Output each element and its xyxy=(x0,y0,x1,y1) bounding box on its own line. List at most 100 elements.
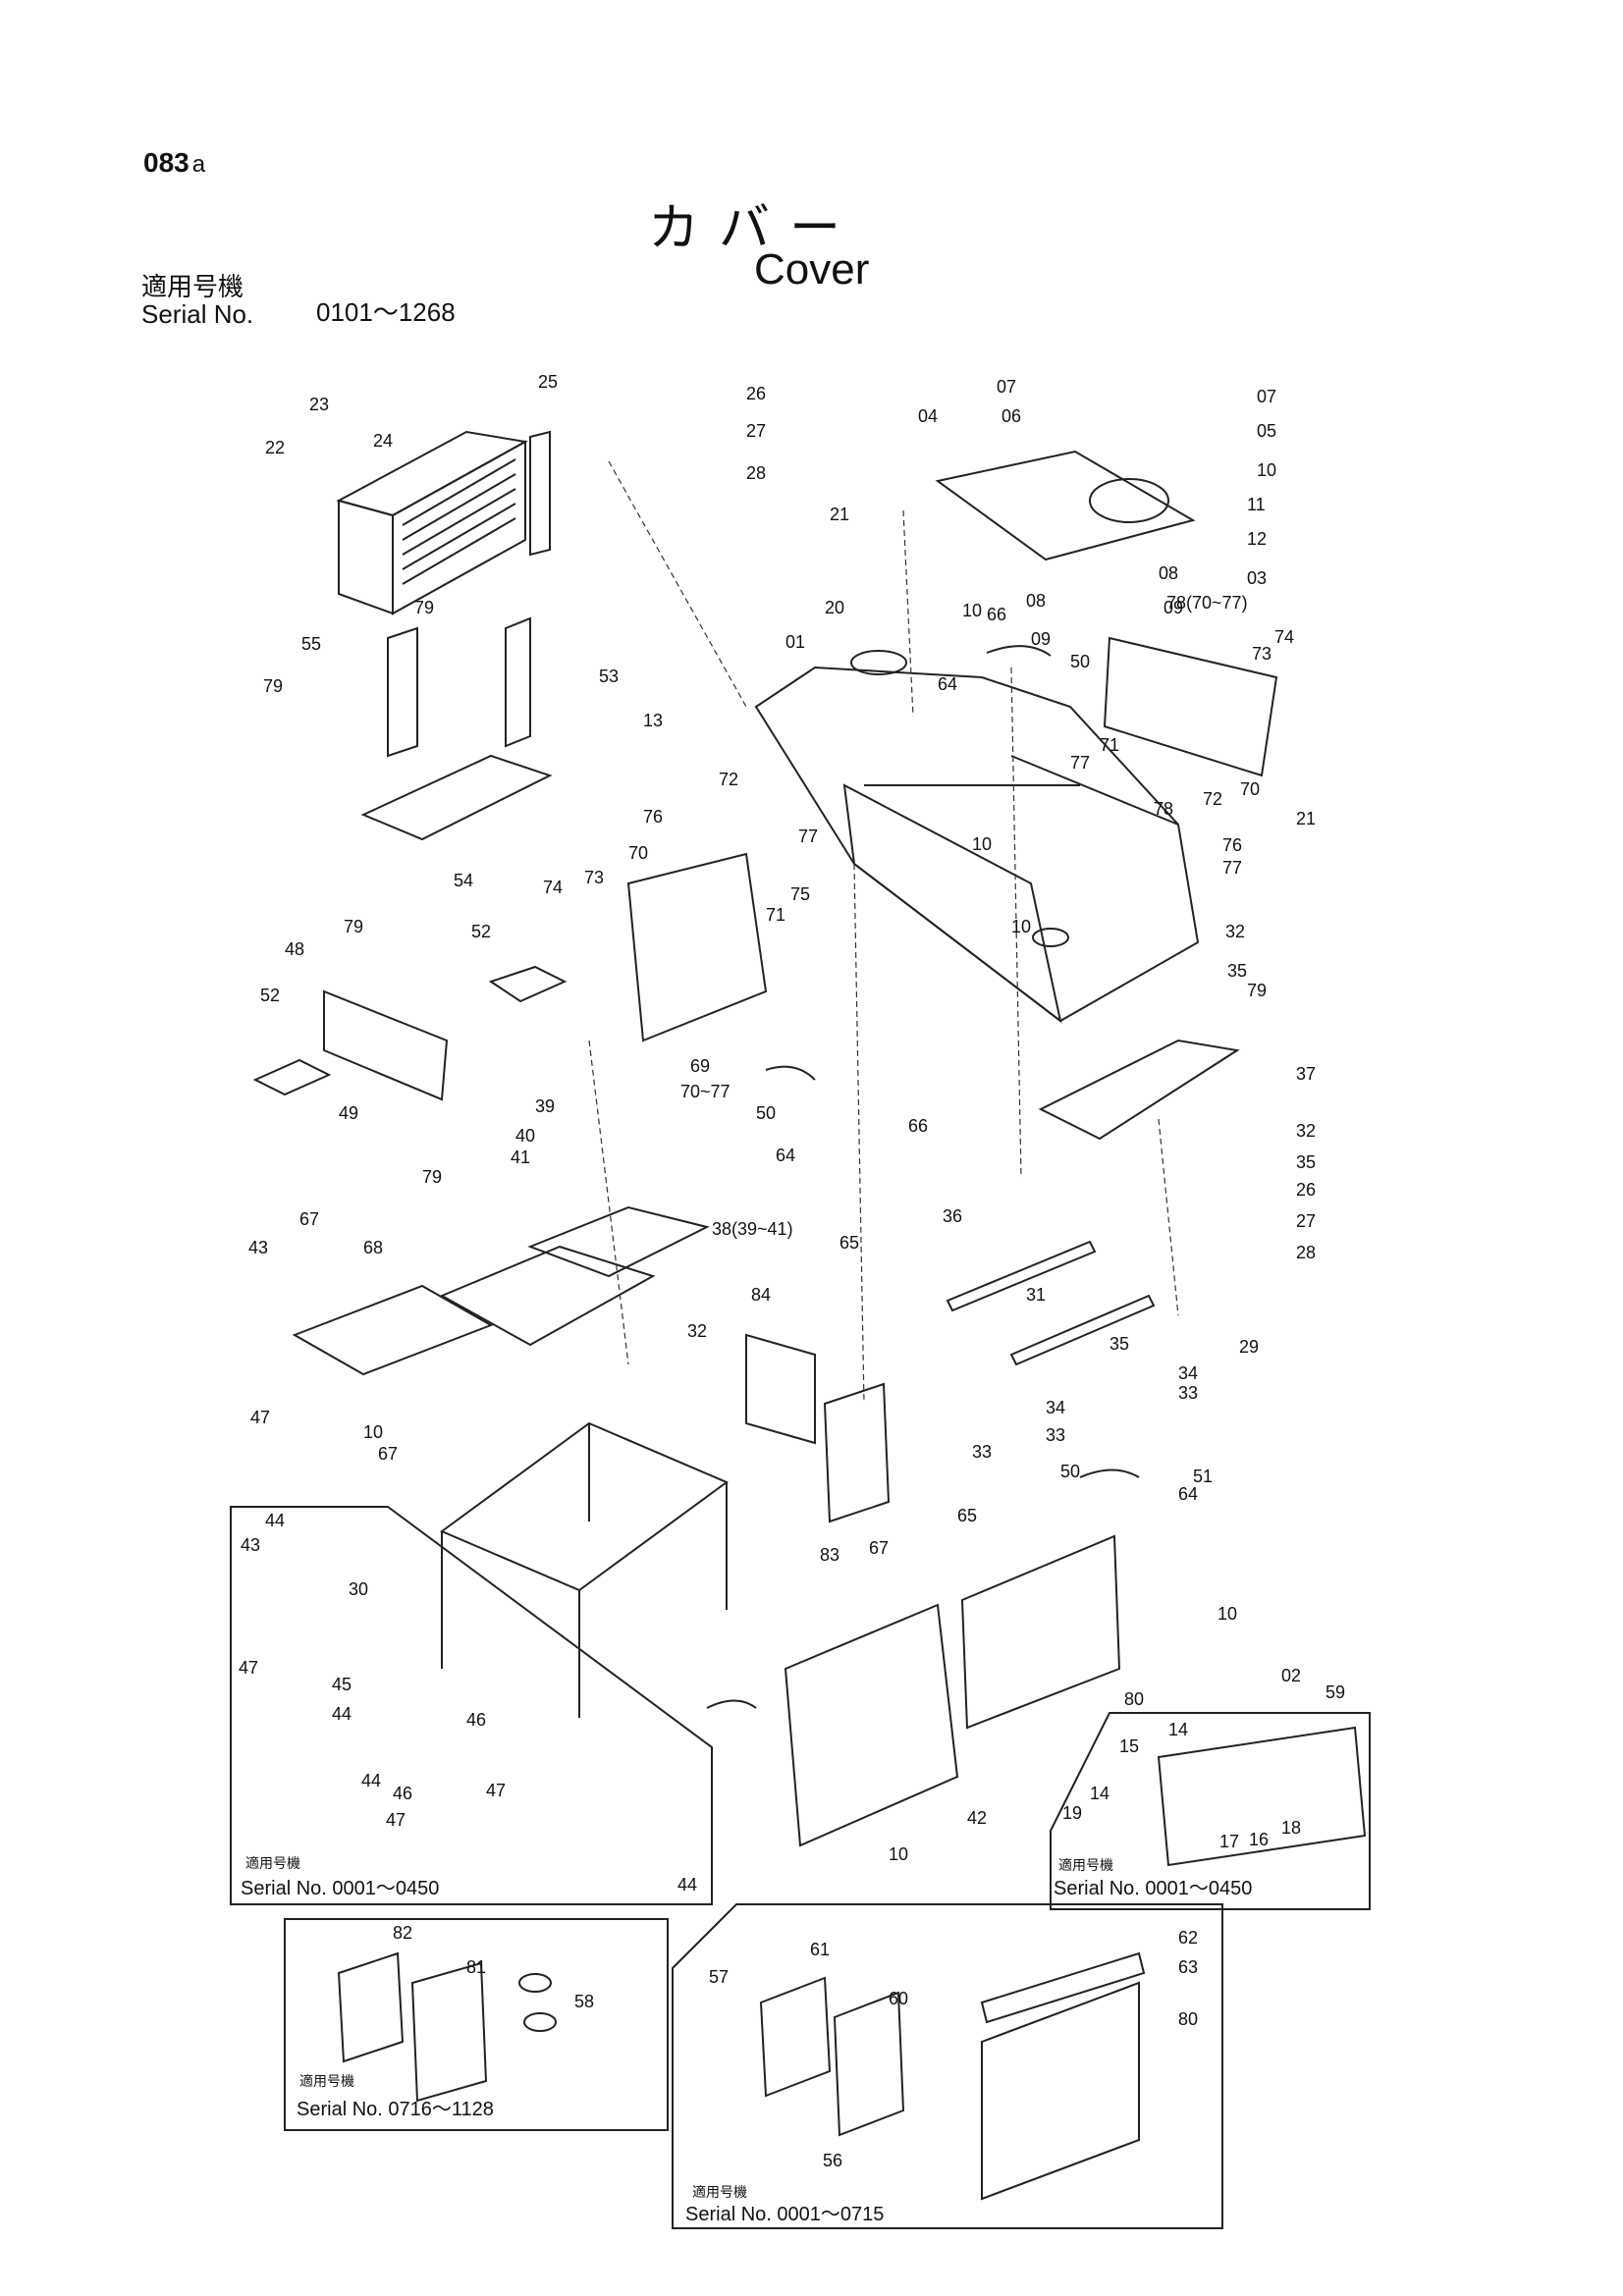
label-71b: 71 xyxy=(1100,735,1119,755)
label-49: 49 xyxy=(339,1103,358,1123)
panel-81 xyxy=(410,1961,488,2103)
label-10c: 10 xyxy=(972,834,992,854)
label-79b: 79 xyxy=(263,676,283,696)
label-07b: 07 xyxy=(1257,387,1276,406)
inset-left-label-47b: 47 xyxy=(486,1781,506,1800)
label-53: 53 xyxy=(599,667,619,686)
inset-left-label-47c: 47 xyxy=(386,1810,406,1830)
title-english: Cover xyxy=(754,245,870,294)
label-01: 01 xyxy=(785,632,805,652)
plate-38 xyxy=(527,1205,710,1278)
inset-left-label-44c: 44 xyxy=(361,1771,381,1790)
label-72b: 72 xyxy=(1203,789,1222,809)
label-38: 38(39~41) xyxy=(712,1219,793,1239)
inset-br-label-62: 62 xyxy=(1178,1928,1198,1948)
label-33c: 33 xyxy=(972,1442,992,1462)
side-panel-42 xyxy=(784,1603,959,1847)
plate-48 xyxy=(323,989,449,1101)
label-69-sub: 70~77 xyxy=(680,1082,730,1101)
label-21a: 21 xyxy=(830,505,849,524)
inset-right-label-17: 17 xyxy=(1219,1832,1239,1851)
bracket-55 xyxy=(387,626,418,758)
frame-30 xyxy=(439,1421,730,1718)
inset-bottom-right: 57 61 60 56 62 63 80 適用号機 Serial No. 000… xyxy=(685,1928,1198,2225)
hood-body-01 xyxy=(754,666,1200,1024)
main-labels: 01 03 04 05 06 07 07 08 08 09 09 10 10 1… xyxy=(248,372,1316,1864)
inset-br-label-56: 56 xyxy=(823,2151,842,2170)
label-65b: 65 xyxy=(957,1506,977,1525)
applicable-label-jp: 適用号機 xyxy=(141,272,244,301)
page-number-value: 083 xyxy=(143,147,189,178)
serial-label: Serial No. xyxy=(141,299,254,329)
label-73a: 73 xyxy=(584,868,604,887)
label-68: 68 xyxy=(363,1238,383,1257)
label-78-group: 78(70~77) xyxy=(1166,593,1248,613)
label-79e: 79 xyxy=(1247,981,1267,1000)
inset-left-serial-caption: Serial No. 0001～0450 xyxy=(241,1878,439,1899)
panel-82 xyxy=(337,1951,405,2063)
bushing-58a xyxy=(518,1973,552,1993)
inset-br-label-63: 63 xyxy=(1178,1957,1198,1977)
label-10e: 10 xyxy=(363,1422,383,1442)
inset-right-label-16: 16 xyxy=(1249,1830,1269,1849)
title-japanese: カバー xyxy=(648,199,861,258)
label-54: 54 xyxy=(454,871,473,890)
inset-right-label-14a: 14 xyxy=(1168,1720,1188,1739)
bushing-58b xyxy=(523,2012,557,2032)
inset-right-label-14b: 14 xyxy=(1090,1784,1109,1803)
door-78 xyxy=(1103,636,1278,777)
inset-bl-serial-caption: Serial No. 0716～1128 xyxy=(297,2099,494,2120)
bar-36 xyxy=(946,1240,1097,1312)
label-77a: 77 xyxy=(798,827,818,846)
inset-bl-label-58: 58 xyxy=(574,1992,594,2011)
ring-20 xyxy=(850,650,907,675)
label-34a: 34 xyxy=(1178,1363,1198,1383)
inset-right-label-15: 15 xyxy=(1119,1736,1139,1756)
label-26b: 26 xyxy=(1296,1180,1316,1200)
label-79c: 79 xyxy=(344,917,363,936)
label-72a: 72 xyxy=(719,770,738,789)
inset-bottom-left-frame xyxy=(284,1918,669,2131)
label-64a: 64 xyxy=(938,674,957,694)
label-71a: 71 xyxy=(766,905,785,925)
plate-54 xyxy=(360,754,553,841)
inset-left-label-44a: 44 xyxy=(265,1511,285,1530)
label-35b: 35 xyxy=(1296,1152,1316,1172)
panel-80-inset xyxy=(981,1981,1140,2201)
pad-52b xyxy=(488,965,568,1003)
label-70b: 70 xyxy=(1240,779,1260,799)
label-78: 78 xyxy=(1154,799,1173,819)
inset-bl-label-81: 81 xyxy=(466,1957,486,1977)
bracket-25 xyxy=(529,430,551,557)
inset-right-label-18: 18 xyxy=(1281,1818,1301,1838)
panel-84 xyxy=(745,1333,816,1445)
label-08a: 08 xyxy=(1159,563,1178,583)
inset-left-label-46b: 46 xyxy=(393,1784,412,1803)
serial-block: 適用号機 Serial No. xyxy=(141,273,253,328)
label-04: 04 xyxy=(918,406,938,426)
label-42: 42 xyxy=(967,1808,987,1828)
label-31: 31 xyxy=(1026,1285,1046,1305)
label-20: 20 xyxy=(825,598,844,617)
inset-bl-label-82: 82 xyxy=(393,1923,412,1943)
panel-60 xyxy=(833,1991,905,2137)
inset-br-label-80: 80 xyxy=(1178,2009,1198,2029)
label-10a: 10 xyxy=(1257,460,1276,480)
plate-59 xyxy=(1157,1726,1367,1867)
inset-right-label-59: 59 xyxy=(1325,1682,1345,1702)
label-50a: 50 xyxy=(1070,652,1090,671)
inset-right-label-19: 19 xyxy=(1062,1803,1082,1823)
inset-left-label-44b: 44 xyxy=(332,1704,352,1724)
label-34b: 34 xyxy=(1046,1398,1065,1417)
label-77b: 77 xyxy=(1070,753,1090,773)
label-77c: 77 xyxy=(1222,858,1242,878)
label-80: 80 xyxy=(1124,1689,1144,1709)
inset-right-label-02: 02 xyxy=(1281,1666,1301,1685)
label-27a: 27 xyxy=(746,421,766,441)
label-76b: 76 xyxy=(1222,835,1242,855)
label-70a: 70 xyxy=(628,843,648,863)
inset-br-label-60: 60 xyxy=(889,1989,908,2008)
inset-left-label-45: 45 xyxy=(332,1675,352,1694)
label-65a: 65 xyxy=(839,1233,859,1253)
